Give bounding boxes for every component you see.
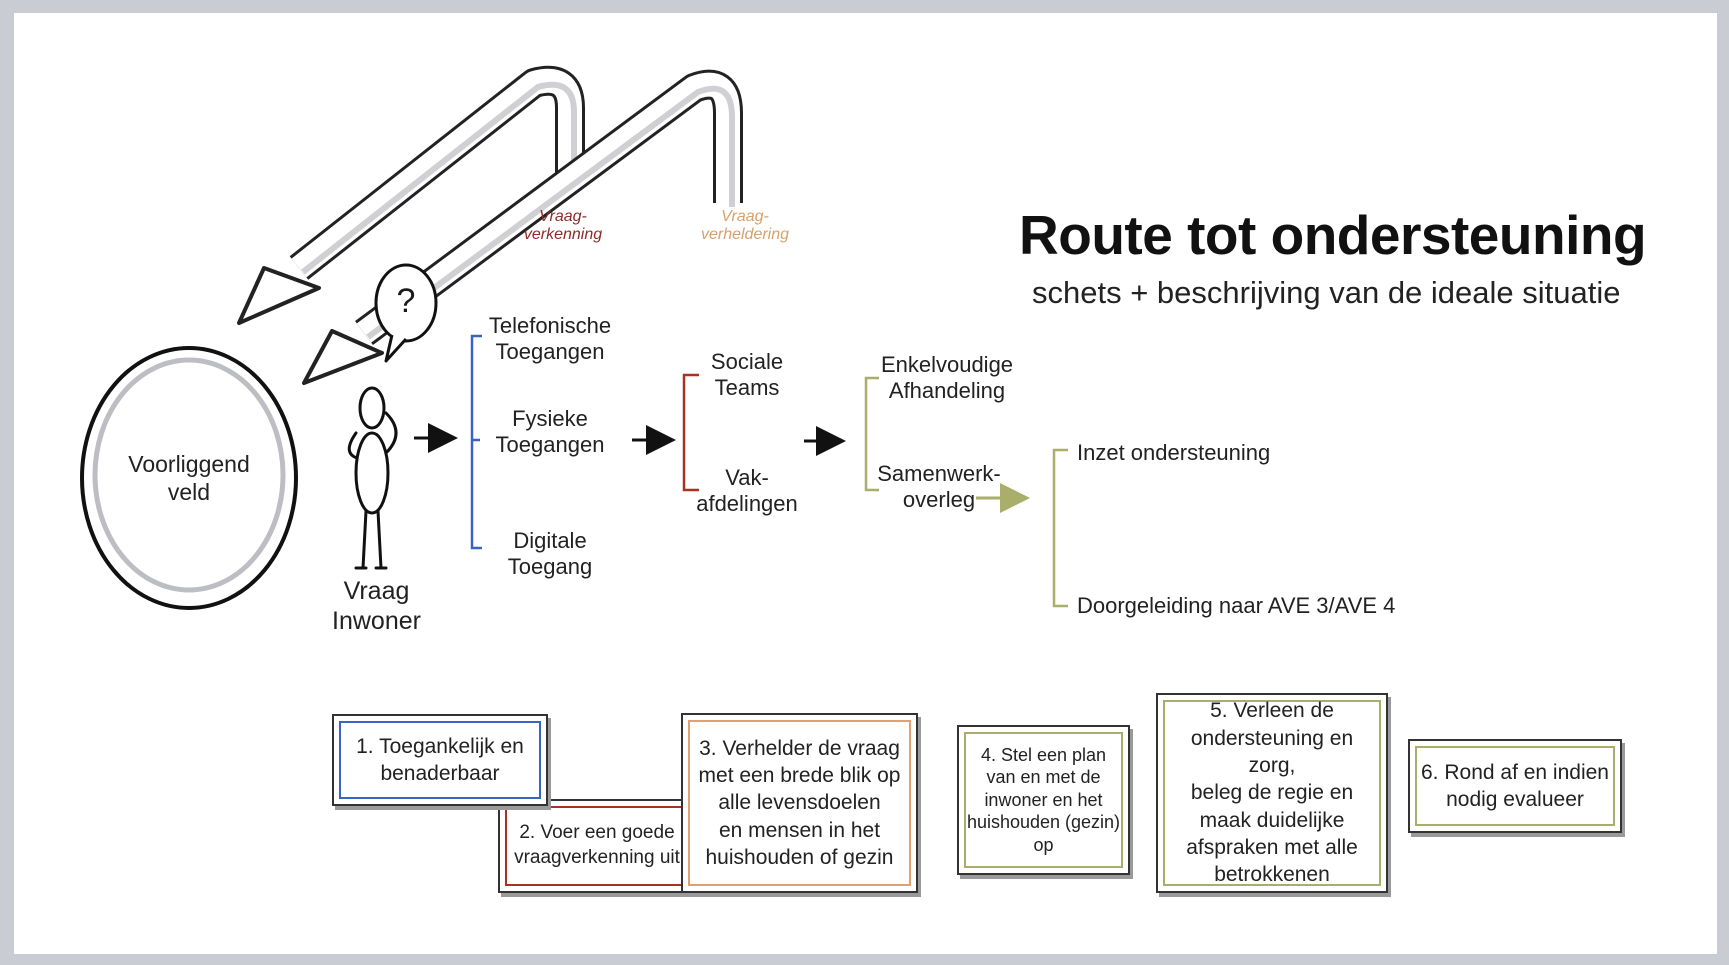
- page-title: Route tot ondersteuning: [1019, 204, 1647, 266]
- question-mark: ?: [396, 282, 416, 320]
- step-card-3: 3. Verhelder de vraag met een brede blik…: [681, 713, 918, 893]
- diagram-canvas: Route tot ondersteuning schets + beschri…: [14, 13, 1717, 954]
- speech-bubble: [374, 263, 438, 363]
- step-card-1-text: 1. Toegankelijk en benaderbaar: [339, 721, 541, 799]
- label-vraagverheldering: Vraag- verheldering: [700, 208, 790, 244]
- bracket-handling: [864, 376, 879, 492]
- diagram-artwork: [80, 65, 1068, 610]
- bracket-teams: [682, 373, 699, 492]
- bracket-outcomes: [1052, 448, 1068, 608]
- page-subtitle: schets + beschrijving van de ideale situ…: [1032, 275, 1621, 310]
- person-figure: [347, 386, 398, 570]
- bracket-access: [470, 334, 482, 550]
- access-fysiek: Fysieke Toegangen: [495, 406, 605, 458]
- step-card-2: 2. Voer een goede vraagverkenning uit: [498, 799, 696, 893]
- teams-vak: Vak- afdelingen: [696, 465, 798, 517]
- outcome-doorgeleiding: Doorgeleiding naar AVE 3/AVE 4: [1077, 593, 1396, 618]
- outcome-inzet: Inzet ondersteuning: [1077, 440, 1271, 465]
- step-card-5-text: 5. Verleen de ondersteuning en zorg, bel…: [1163, 699, 1381, 886]
- feedback-arrow-verheldering: [302, 69, 743, 385]
- step-card-6: 6. Rond af en indien nodig evalueer: [1408, 739, 1622, 833]
- circle-label: Voorliggend veld: [128, 451, 250, 505]
- step-card-4: 4. Stel een plan van en met de inwoner e…: [957, 725, 1130, 875]
- step-card-3-text: 3. Verhelder de vraag met een brede blik…: [688, 720, 911, 886]
- access-telefonisch: Telefonische Toegangen: [488, 313, 612, 365]
- access-digitaal: Digitale Toegang: [507, 528, 593, 580]
- label-vraagverkenning: Vraag- verkenning: [523, 208, 603, 244]
- step-card-5: 5. Verleen de ondersteuning en zorg, bel…: [1156, 693, 1388, 893]
- step-card-1: 1. Toegankelijk en benaderbaar: [332, 714, 548, 806]
- step-card-2-text: 2. Voer een goede vraagverkenning uit: [505, 806, 689, 886]
- feedback-arrow-verkenning: [237, 65, 585, 325]
- handling-enkelvoudig: Enkelvoudige Afhandeling: [880, 352, 1014, 404]
- step-card-6-text: 6. Rond af en indien nodig evalueer: [1415, 746, 1615, 826]
- handling-samenwerk: Samenwerk- overleg: [877, 461, 1001, 513]
- person-label: Vraag Inwoner: [332, 577, 421, 635]
- voorliggend-veld-circle: [80, 346, 298, 610]
- step-card-4-text: 4. Stel een plan van en met de inwoner e…: [964, 732, 1123, 868]
- teams-sociaal: Sociale Teams: [710, 349, 784, 401]
